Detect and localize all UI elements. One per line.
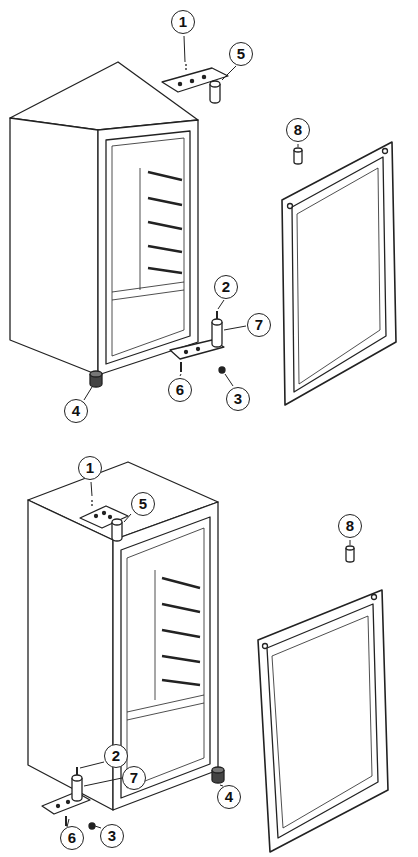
foot: [90, 371, 102, 387]
callout-number: 6: [60, 826, 84, 850]
callout-number: 5: [131, 492, 155, 516]
callout-number: 2: [104, 744, 128, 768]
door: [258, 590, 388, 852]
callout-number: 8: [338, 514, 362, 538]
leader-lines: [84, 36, 298, 400]
top-hinge: [162, 64, 228, 103]
cabinet-top-figure: [10, 62, 198, 375]
door-pin: [294, 148, 302, 164]
callout-number: 3: [100, 824, 124, 848]
callout-number: 1: [171, 10, 195, 34]
door-pin: [346, 546, 354, 562]
callout-number: 4: [64, 399, 88, 423]
callout-number: 7: [247, 313, 271, 337]
callout-number: 5: [229, 42, 253, 66]
callout-number: 1: [78, 456, 102, 480]
callout-number: 7: [122, 766, 146, 790]
callout-number: 2: [214, 275, 238, 299]
door: [282, 142, 396, 405]
bottom-hinge: [42, 767, 95, 829]
foot: [212, 767, 224, 783]
callout-number: 3: [226, 387, 250, 411]
leader-lines: [67, 482, 350, 828]
callout-number: 8: [286, 118, 310, 142]
callout-number: 6: [168, 378, 192, 402]
top-hinge: [80, 498, 128, 541]
cabinet-bottom-figure: [28, 462, 218, 810]
bottom-hinge: [170, 311, 225, 373]
callout-number: 4: [217, 785, 241, 809]
